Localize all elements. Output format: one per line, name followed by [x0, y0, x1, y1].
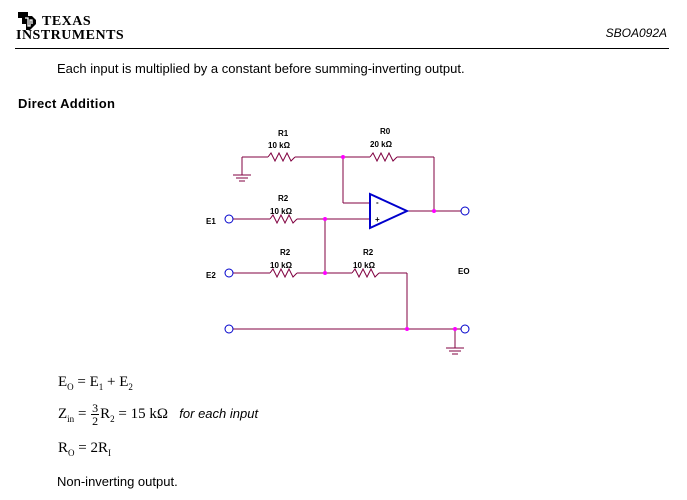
- e1-label: E1: [206, 217, 216, 226]
- terminal-e2: [224, 268, 234, 278]
- ti-logo: Texas Instruments: [14, 8, 134, 46]
- resistor-r2-bottom-left: [269, 267, 298, 279]
- junction-dot: [432, 209, 436, 213]
- resistor-r2-top: [269, 213, 298, 225]
- opamp-symbol: [369, 192, 410, 230]
- eo-label: EO: [458, 267, 470, 276]
- r2-br-name: R2: [363, 248, 374, 257]
- r1-name: R1: [278, 129, 289, 138]
- r0-value: 20 kΩ: [370, 140, 393, 149]
- r0-name: R0: [380, 127, 391, 136]
- junction-dot: [453, 327, 457, 331]
- document-id: SBOA092A: [605, 26, 667, 40]
- footer-text: Non-inverting output.: [57, 474, 178, 489]
- r2-top-value: 10 kΩ: [270, 207, 293, 216]
- e2-label: E2: [206, 271, 216, 280]
- junction-dot: [323, 271, 327, 275]
- junction-dot: [323, 217, 327, 221]
- terminal-e1: [224, 214, 234, 224]
- junction-dot: [405, 327, 409, 331]
- equation-output-resistance: RO = 2RI: [58, 440, 111, 458]
- opamp-plus: +: [375, 215, 380, 224]
- terminal-bottom-right: [460, 324, 470, 334]
- r2-top-name: R2: [278, 194, 289, 203]
- r2-bl-name: R2: [280, 248, 291, 257]
- ti-logo-icon: [18, 12, 36, 30]
- ground-icon-top: [233, 174, 251, 182]
- ground-icon-bottom: [446, 347, 464, 355]
- r1-value: 10 kΩ: [268, 141, 291, 150]
- resistor-r1: [267, 151, 296, 163]
- resistor-r2-bottom-right: [351, 267, 380, 279]
- opamp-minus: -: [376, 198, 379, 207]
- junction-dot: [341, 155, 345, 159]
- terminal-bottom-left: [224, 324, 234, 334]
- intro-text: Each input is multiplied by a constant b…: [57, 61, 465, 76]
- r2-bl-value: 10 kΩ: [270, 261, 293, 270]
- header-rule: [15, 48, 669, 49]
- logo-line2: Instruments: [16, 28, 125, 43]
- logo-line1: Texas: [42, 14, 92, 29]
- equation-output: EO = E1 + E2: [58, 374, 133, 392]
- r2-br-value: 10 kΩ: [353, 261, 376, 270]
- section-title: Direct Addition: [18, 96, 116, 111]
- resistor-r0: [369, 151, 398, 163]
- terminal-output: [460, 206, 470, 216]
- equation-note: for each input: [179, 405, 259, 421]
